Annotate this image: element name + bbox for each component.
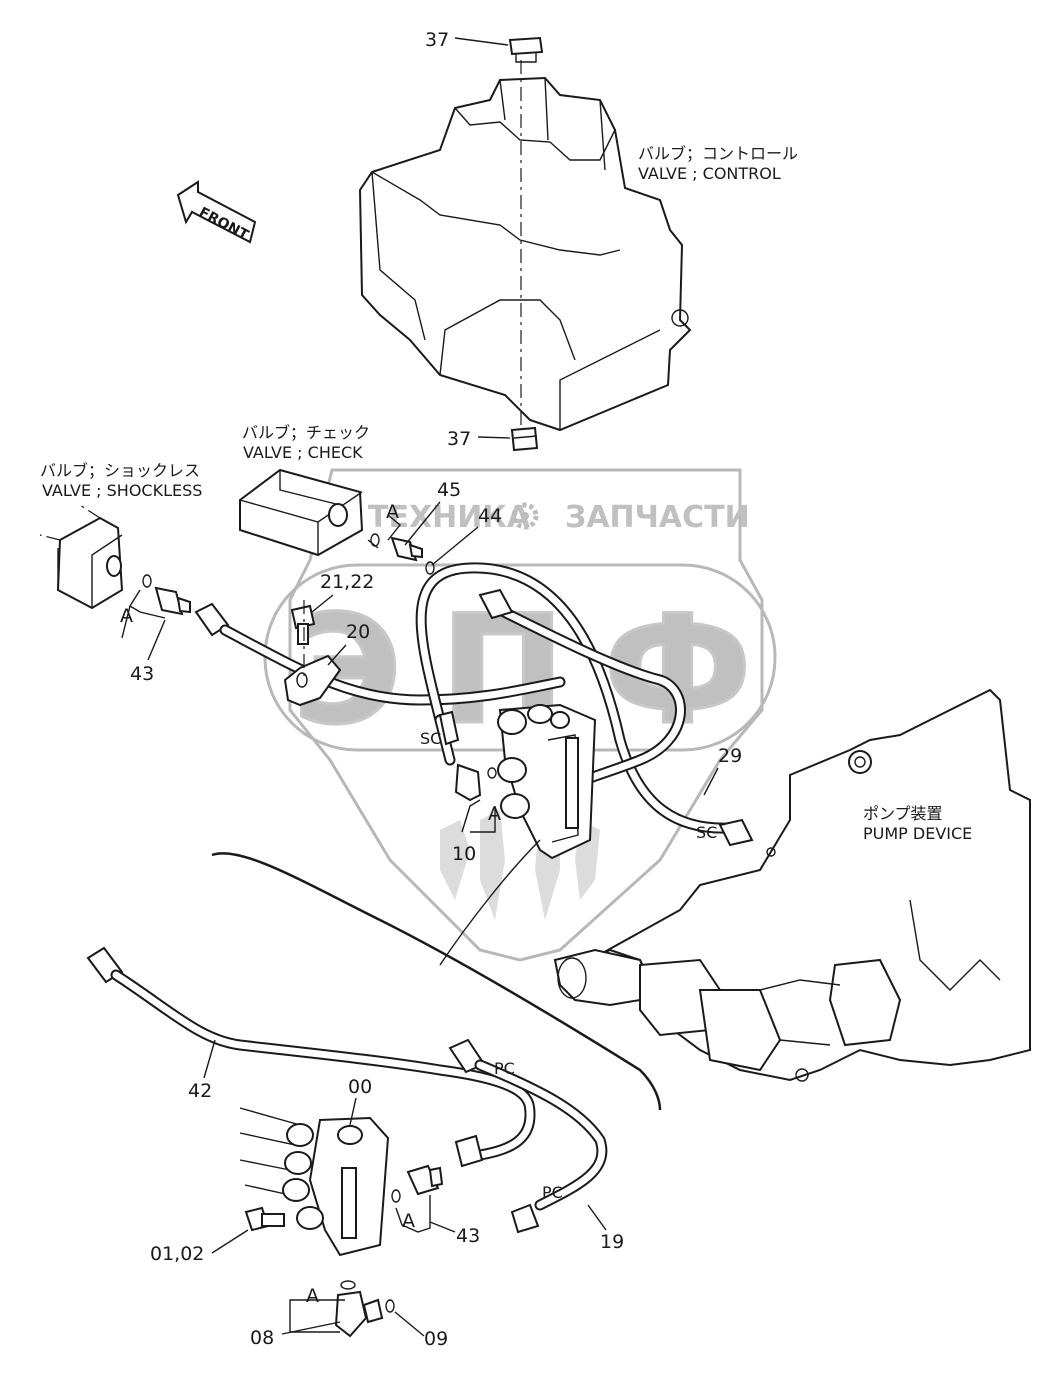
o-ring-lower: [340, 1280, 356, 1290]
fitting-43-bottom: [406, 1164, 444, 1196]
pump-device-label-jp: ポンプ装置: [863, 804, 943, 823]
callout-45: 45: [437, 479, 461, 501]
callout-37-top: 37: [425, 29, 449, 51]
watermark-text-left: ТЕХНИКА: [368, 500, 531, 535]
bolt-21-22: [290, 600, 316, 680]
callout-44: 44: [478, 505, 502, 527]
o-ring-44: [425, 561, 435, 575]
check-valve-label-en: VALVE ; CHECK: [243, 443, 363, 462]
check-valve: [239, 468, 364, 557]
pipe-shockless: [194, 602, 566, 706]
callout-43-left: 43: [130, 663, 154, 685]
hoses-upper: [415, 562, 736, 834]
fitting-sc-right: [718, 818, 754, 847]
fitting-45: [390, 536, 423, 562]
shockless-valve: [39, 504, 124, 610]
pilot-valve-lower: [239, 1107, 390, 1257]
pipe-19: [448, 1038, 608, 1234]
callout-19: 19: [600, 1231, 624, 1253]
section-divider-line: [211, 852, 662, 1111]
watermark-gear-icon: [511, 502, 539, 530]
plug-37-top: [508, 36, 544, 63]
control-valve-label-en: VALVE ; CONTROL: [638, 164, 781, 183]
pipe-42: [86, 946, 536, 1168]
callout-sc-left: SC: [420, 729, 441, 748]
callout-sc-right: SC: [696, 823, 717, 842]
shockless-valve-label-en: VALVE ; SHOCKLESS: [42, 481, 202, 500]
callout-37-bottom: 37: [447, 428, 471, 450]
o-ring-shockless: [142, 574, 152, 588]
bolt-01-02: [244, 1206, 285, 1232]
plug-37-bottom: [510, 426, 539, 452]
pilot-valve-upper: [497, 703, 597, 860]
elbow-fitting-upper: [454, 763, 497, 802]
check-valve-label-jp: バルブ；チェック: [242, 423, 370, 442]
control-valve-label-jp: バルブ；コントロール: [638, 144, 798, 163]
callout-20: 20: [346, 621, 370, 643]
callout-08: 08: [250, 1327, 274, 1349]
callout-a-left: A: [120, 605, 133, 627]
clamp-20: [283, 654, 342, 707]
elbow-fitting-08: [334, 1290, 384, 1338]
callout-a-bottom-left: A: [306, 1285, 319, 1307]
callout-10: 10: [452, 843, 476, 865]
o-ring-lower-right: [391, 1189, 401, 1203]
watermark-text-right: ЗАПЧАСТИ: [565, 500, 750, 535]
callout-43-bottom: 43: [456, 1225, 480, 1247]
callout-00: 00: [348, 1076, 372, 1098]
callout-29: 29: [718, 745, 742, 767]
callout-pc-top: PC: [494, 1059, 515, 1078]
pump-device: [553, 688, 1031, 1082]
callout-pc-bottom: PC: [542, 1183, 563, 1202]
callout-01-02: 01,02: [150, 1243, 204, 1265]
callout-a-bottom-right: A: [402, 1210, 415, 1232]
shockless-valve-label-jp: バルブ；ショックレス: [40, 461, 200, 480]
o-ring-09: [385, 1299, 395, 1313]
fitting-43-left: [154, 586, 191, 616]
callout-21-22: 21,22: [320, 571, 374, 593]
pump-device-label-en: PUMP DEVICE: [863, 824, 972, 843]
control-valve-body: [358, 60, 692, 432]
callout-42: 42: [188, 1080, 212, 1102]
front-arrow-icon: FRONT: [176, 180, 257, 244]
callout-09: 09: [424, 1328, 448, 1350]
callout-a-check: A: [386, 501, 399, 523]
